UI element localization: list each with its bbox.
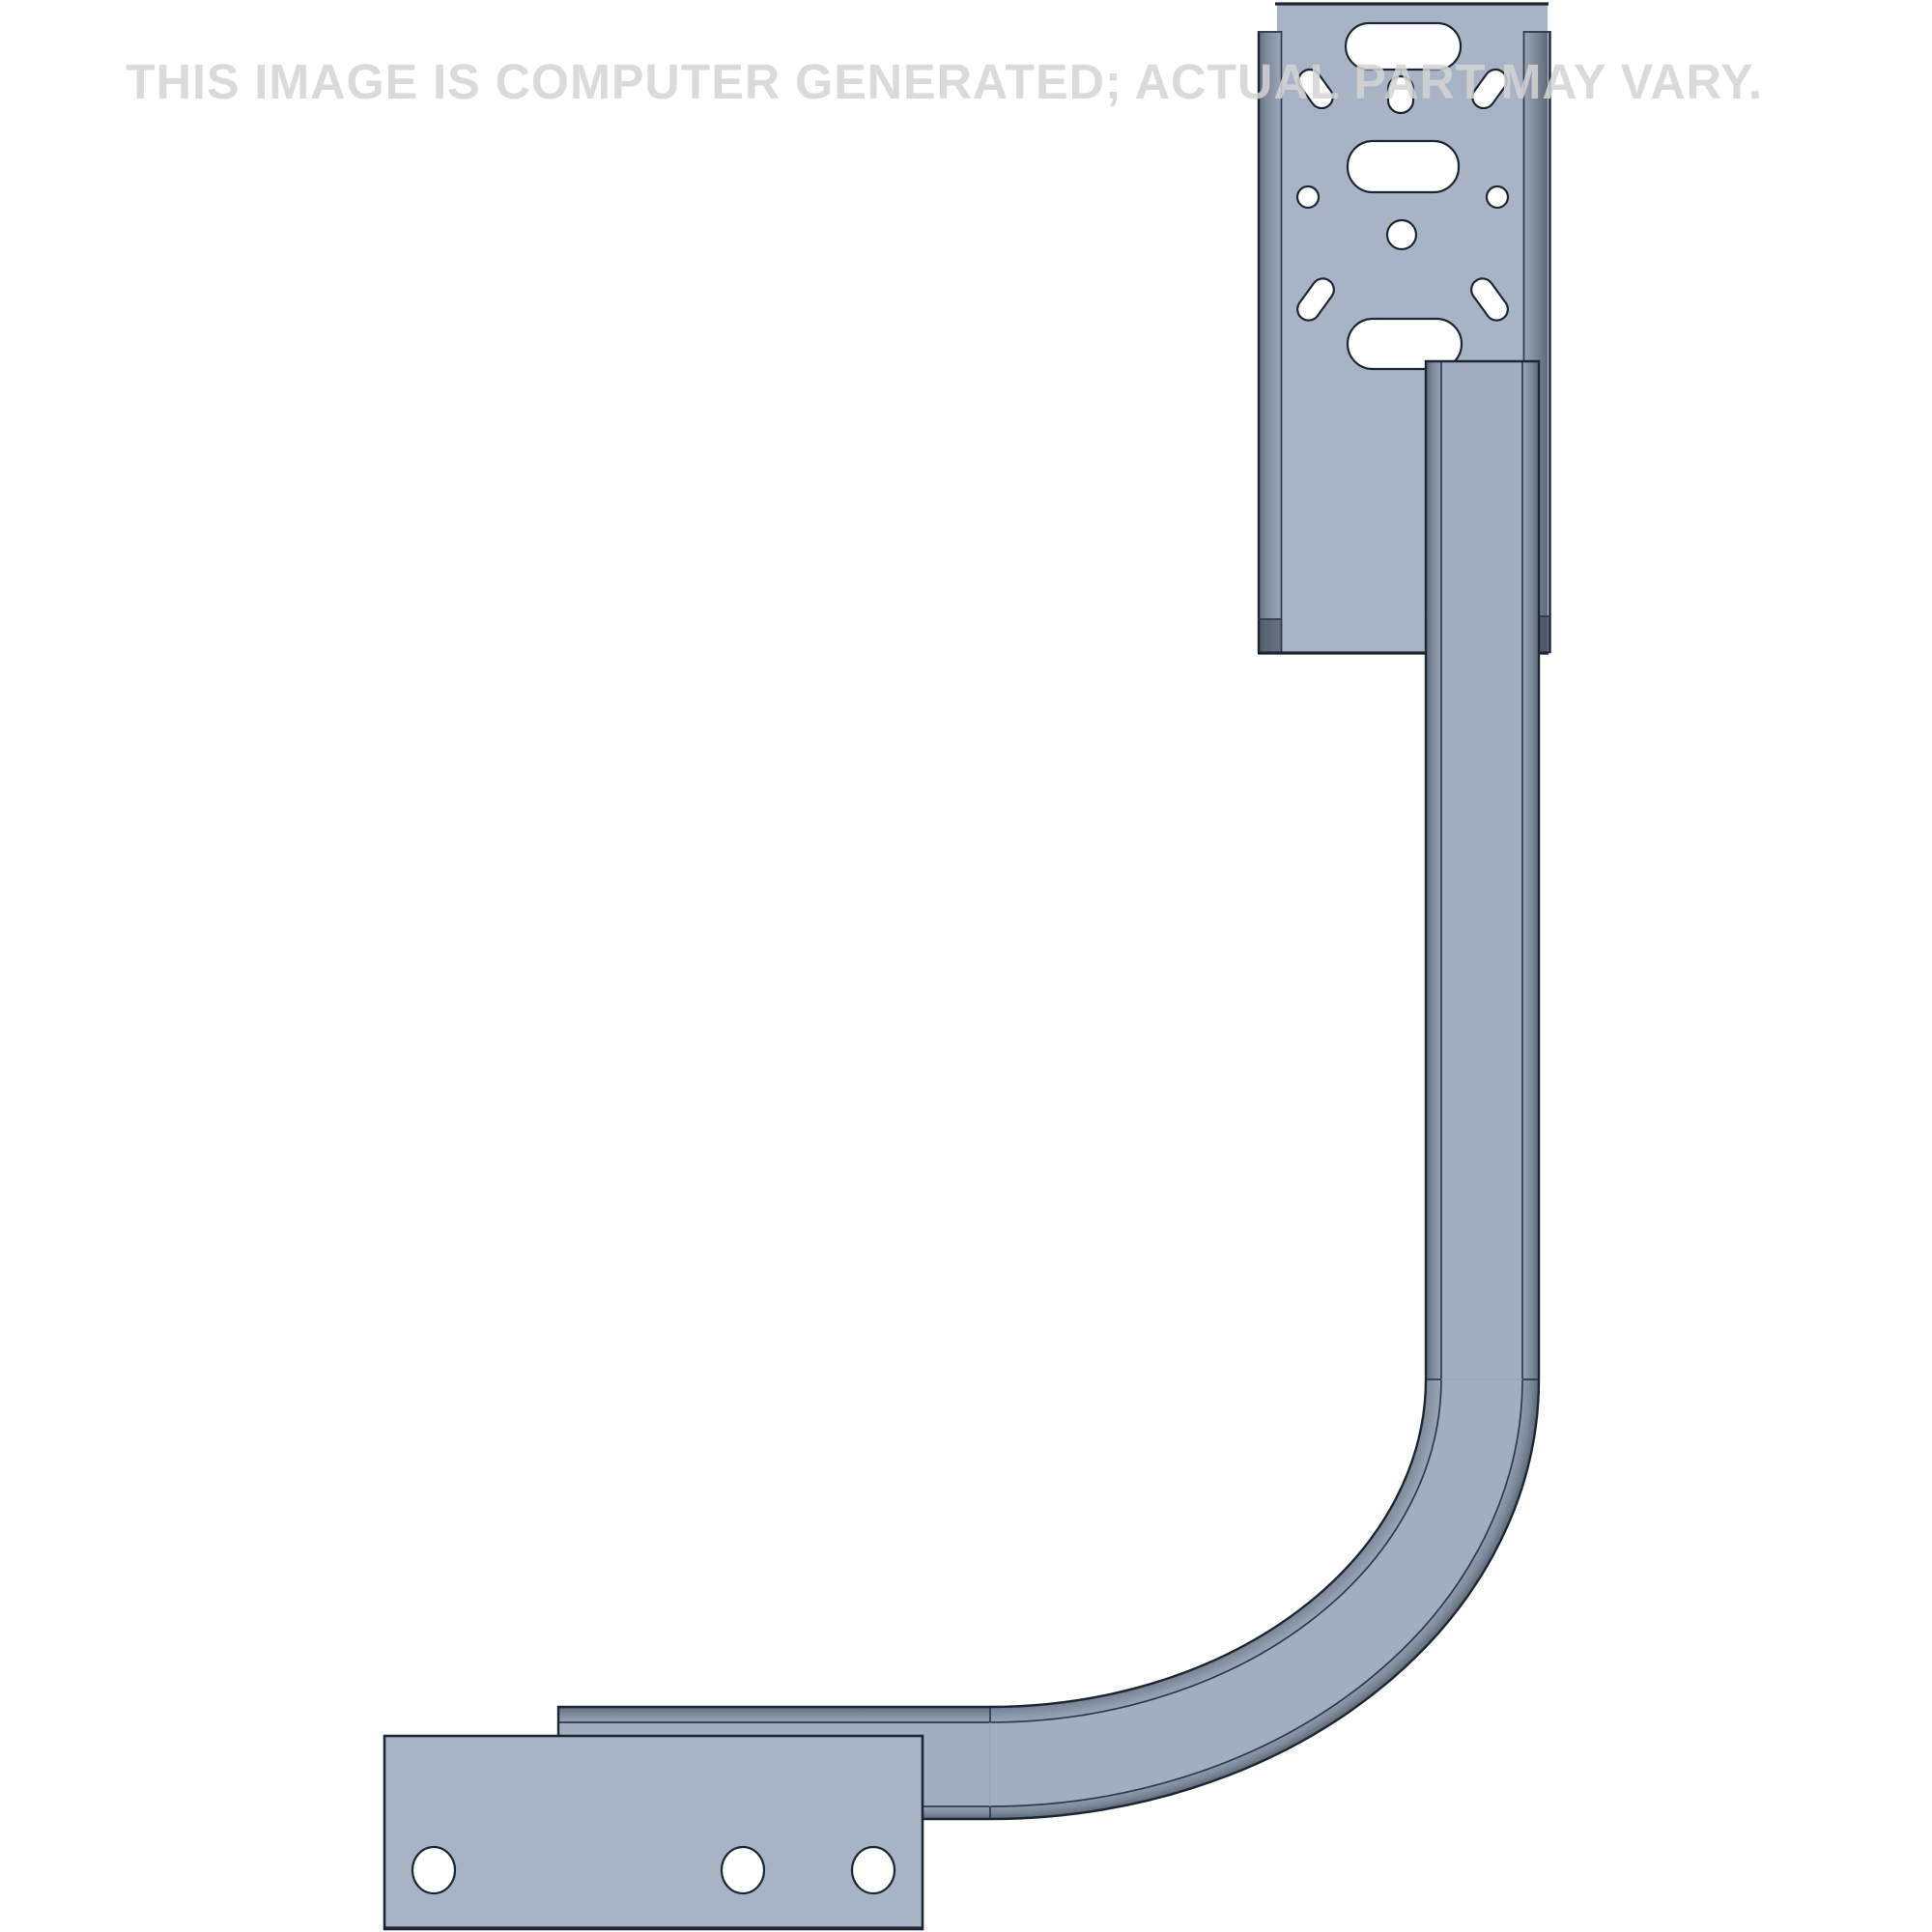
bolt-hole bbox=[850, 1845, 896, 1895]
horizontal-arm-top-bevel bbox=[558, 1707, 990, 1722]
small-round-hole bbox=[1485, 185, 1510, 210]
top-plate-left-flange bbox=[1258, 31, 1281, 654]
small-round-hole bbox=[1295, 185, 1321, 210]
diagonal-slot-hole bbox=[1297, 68, 1334, 110]
flange-cap-steps bbox=[1258, 615, 1550, 620]
diagonal-slot-hole bbox=[1471, 68, 1508, 110]
top-plate-hole-pattern bbox=[1295, 21, 1510, 371]
diagonal-slot-hole bbox=[1470, 277, 1509, 322]
strap-outer-fold-line bbox=[558, 361, 1523, 1807]
small-vertical-slot-hole bbox=[1386, 74, 1415, 115]
diagonal-slot-hole bbox=[1296, 277, 1335, 322]
center-round-hole bbox=[1385, 218, 1418, 251]
bolt-hole bbox=[411, 1845, 457, 1895]
strap-inner-fold-line bbox=[558, 361, 1442, 1723]
strap-outline bbox=[556, 359, 1541, 1821]
obround-slot-hole bbox=[1346, 317, 1463, 371]
obround-slot-hole bbox=[1346, 139, 1461, 194]
bent-strap-arm bbox=[556, 359, 1541, 1821]
left-flange-shadow-cap bbox=[1258, 619, 1281, 653]
right-flange-shadow-cap bbox=[1540, 616, 1550, 653]
bottom-plate-hole-pattern bbox=[411, 1845, 896, 1895]
vertical-arm-left-bevel bbox=[1426, 361, 1441, 1379]
bottom-plate-face bbox=[383, 1734, 924, 1931]
top-mounting-plate bbox=[1257, 2, 1551, 655]
bottom-mounting-plate bbox=[383, 1734, 924, 1931]
watermark-text: THIS IMAGE IS COMPUTER GENERATED; ACTUAL… bbox=[126, 54, 1763, 109]
obround-slot-hole bbox=[1344, 21, 1463, 71]
vertical-arm-right-bevel bbox=[1522, 361, 1539, 1379]
bolt-hole bbox=[720, 1845, 766, 1895]
